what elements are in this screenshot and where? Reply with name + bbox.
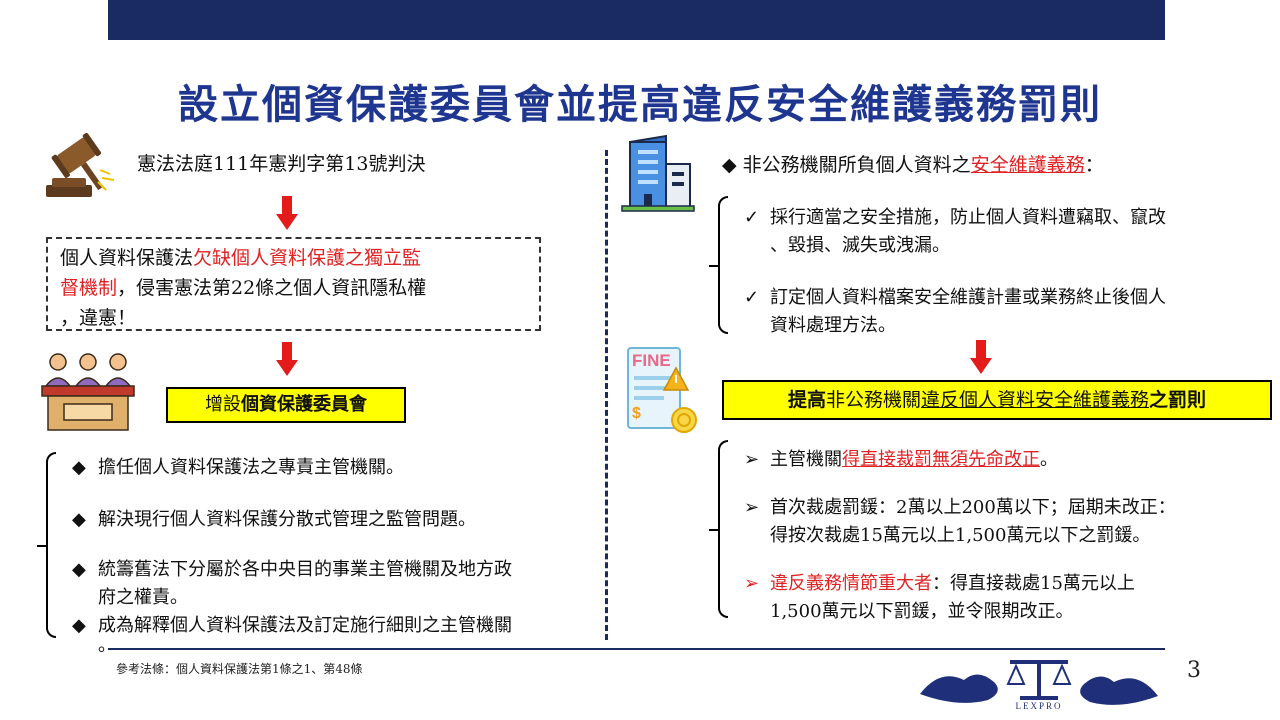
penalty-action-label: 提高非公務機關違反個人資料安全維護義務之罰則 <box>722 380 1272 420</box>
box-text: ，侵害憲法第22條之個人資訊隱私權 <box>117 277 427 299</box>
list-item: ➢違反義務情節重大者：得直接裁處15萬元以上 <box>744 573 1135 594</box>
duty-list: ✓採行適當之安全措施，防止個人資料遭竊取、竄改 、毀損、滅失或洩漏。 ✓訂定個人… <box>744 204 1166 340</box>
judgment-label: 憲法法庭111年憲判字第13號判決 <box>137 153 426 175</box>
duty-heading: ◆ 非公務機關所負個人資料之安全維護義務： <box>722 154 1104 176</box>
list-item-continued: 。 <box>98 635 116 656</box>
box-text: ，違憲！ <box>60 307 137 329</box>
add-committee-label: 增設個資保護委員會 <box>166 387 406 423</box>
right-bracket-top <box>709 196 728 334</box>
column-divider <box>605 150 608 640</box>
list-item: ◆擔任個人資料保護法之專責主管機關。 <box>72 457 404 478</box>
page-number: 3 <box>1187 658 1201 683</box>
list-item-continued: 資料處理方法。 <box>770 315 896 336</box>
logo-text: LEXPRO <box>1015 701 1062 710</box>
down-arrow-icon <box>970 340 992 376</box>
list-item: ➢主管機關得直接裁罰無須先命改正。 <box>744 449 1058 470</box>
list-item: ◆成為解釋個人資料保護法及訂定施行細則之主管機關 <box>72 615 512 636</box>
footer-rule <box>108 648 1165 650</box>
list-item-continued: 府之權責。 <box>98 587 188 608</box>
list-item-continued: 得按次裁處15萬元以上1,500萬元以下之罰鍰。 <box>770 525 1151 546</box>
box-text: 個人資料保護法 <box>60 247 194 269</box>
right-bracket-bottom <box>709 440 728 618</box>
fine-document-icon: FINE $ <box>622 344 702 436</box>
list-item: ◆統籌舊法下分屬於各中央目的事業主管機關及地方政 <box>72 559 512 580</box>
committee-icon <box>40 348 136 432</box>
fine-label: FINE <box>632 351 671 370</box>
slide-title: 設立個資保護委員會並提高違反安全維護義務罰則 <box>178 81 1102 128</box>
list-item: ➢首次裁處罰鍰：2萬以上200萬以下；屆期未改正： <box>744 497 1176 518</box>
footer-reference: 參考法條：個人資料保護法第1條之1、第48條 <box>116 662 363 676</box>
committee-duties-list: ◆擔任個人資料保護法之專責主管機關。 ◆解決現行個人資料保護分散式管理之監管問題… <box>72 454 512 656</box>
left-bracket <box>37 452 56 638</box>
list-item: ◆解決現行個人資料保護分散式管理之監管問題。 <box>72 509 476 530</box>
down-arrow-icon <box>276 342 298 378</box>
building-icon <box>618 134 698 212</box>
list-item-continued: 1,500萬元以下罰鍰，並令限期改正。 <box>770 601 1074 622</box>
violation-box: 個人資料保護法欠缺個人資料保護之獨立監 督機制，侵害憲法第22條之個人資訊隱私權… <box>46 237 541 331</box>
list-item-continued: 、毀損、滅失或洩漏。 <box>770 235 950 256</box>
top-banner <box>108 0 1165 40</box>
box-highlight: 欠缺個人資料保護之獨立監 <box>193 247 422 269</box>
down-arrow-icon <box>276 196 298 232</box>
lexpro-logo: LEXPRO <box>916 654 1162 711</box>
box-highlight: 督機制 <box>60 277 118 299</box>
penalty-list: ➢主管機關得直接裁罰無須先命改正。 ➢首次裁處罰鍰：2萬以上200萬以下；屆期未… <box>744 446 1176 626</box>
list-item: ✓訂定個人資料檔案安全維護計畫或業務終止後個人 <box>744 287 1166 308</box>
list-item: ✓採行適當之安全措施，防止個人資料遭竊取、竄改 <box>744 207 1166 228</box>
svg-text:$: $ <box>632 405 641 422</box>
gavel-icon <box>42 130 122 200</box>
